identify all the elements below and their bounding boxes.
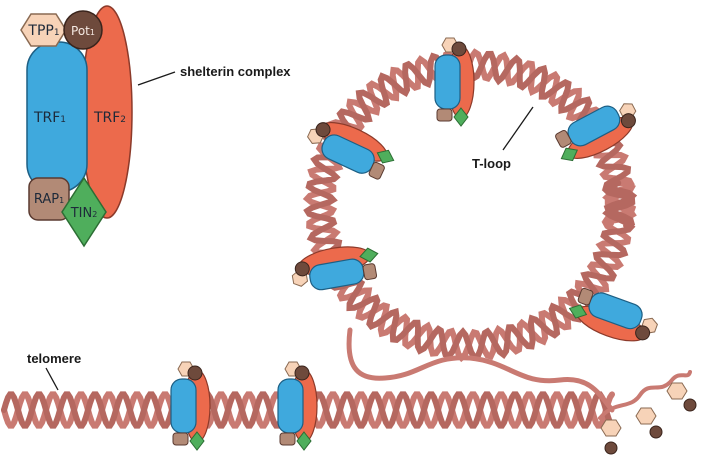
pot1-circle [683,398,697,412]
tpp1-label: TPP [27,23,53,39]
trf1-sub: 1 [60,115,66,125]
svg-text:TPP1: TPP1 [27,23,59,39]
shelterin-leader-line [137,71,176,86]
svg-text:RAP1: RAP1 [34,192,64,207]
rap1-sub: 1 [59,196,64,205]
tpp1-hexagon [635,407,657,425]
tin2-sub: 2 [92,210,97,219]
tin2-label: TIN [70,206,93,221]
tpp1-hexagon [666,382,688,400]
trf1-label: TRF [33,110,60,126]
pot1-protein [63,10,103,50]
pot1-circle [604,441,618,455]
tpp1-hexagon [600,419,622,437]
dna-helix [1,47,692,429]
svg-text:TRF2: TRF2 [93,110,126,126]
trf2-label: TRF [93,110,120,126]
rap1-label: RAP [34,192,59,207]
tloop-label: T-loop [472,156,511,171]
overhang-binders [600,382,697,455]
svg-text:TRF1: TRF1 [33,110,66,126]
tloop-connector [346,327,615,413]
tloop-strand-b [303,47,638,362]
tloop-leader-line [502,106,534,151]
pot1-sub: 1 [90,28,95,37]
svg-text:TIN2: TIN2 [70,206,98,221]
pot1-circle [649,425,663,439]
telomere-leader-line [45,367,59,391]
shelterin-complex-label: shelterin complex [180,64,291,79]
trf2-sub: 2 [120,115,126,125]
svg-text:Pot1: Pot1 [71,24,95,38]
shelterin-bound-tloop [288,37,662,352]
tpp1-protein [20,13,67,47]
shelterin-legend: TPP1 Pot1 TRF1 TRF2 RAP1 TIN2 [20,5,133,248]
pot1-label: Pot [71,24,90,38]
tin2-protein [61,176,107,248]
rap1-protein [28,177,70,221]
telomere-label: telomere [27,351,81,366]
single-strand-tail [598,370,692,420]
tpp1-sub: 1 [54,28,60,38]
